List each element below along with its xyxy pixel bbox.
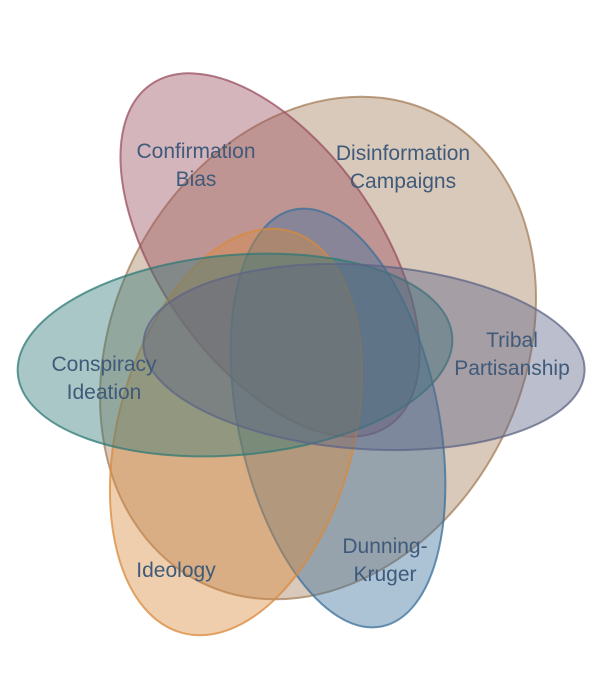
set-label-line: Bias — [176, 168, 217, 191]
set-label-dunning: Dunning- Kruger — [342, 535, 427, 586]
set-ellipse-confirmation — [119, 72, 421, 438]
set-label-line: Ideation — [67, 381, 142, 404]
set-label-line: Dunning- — [342, 535, 427, 558]
set-label-line: Conspiracy — [51, 353, 157, 376]
set-label-ideology: Ideology — [136, 559, 216, 582]
set-shapes — [16, 72, 586, 637]
set-label-line: Confirmation — [136, 140, 255, 163]
set-ellipse-tribal — [142, 262, 586, 452]
set-ellipse-dunning — [229, 207, 447, 629]
set-label-line: Kruger — [353, 563, 416, 586]
set-label-line: Campaigns — [350, 170, 456, 193]
set-ellipse-disinformation — [99, 95, 537, 601]
set-ellipse-conspiracy — [16, 252, 454, 458]
set-label-line: Partisanship — [454, 357, 570, 380]
set-ellipse-ideology — [108, 227, 364, 637]
set-label-line: Disinformation — [336, 142, 470, 165]
set-label-line: Tribal — [486, 329, 538, 352]
set-label-line: Ideology — [136, 559, 216, 582]
